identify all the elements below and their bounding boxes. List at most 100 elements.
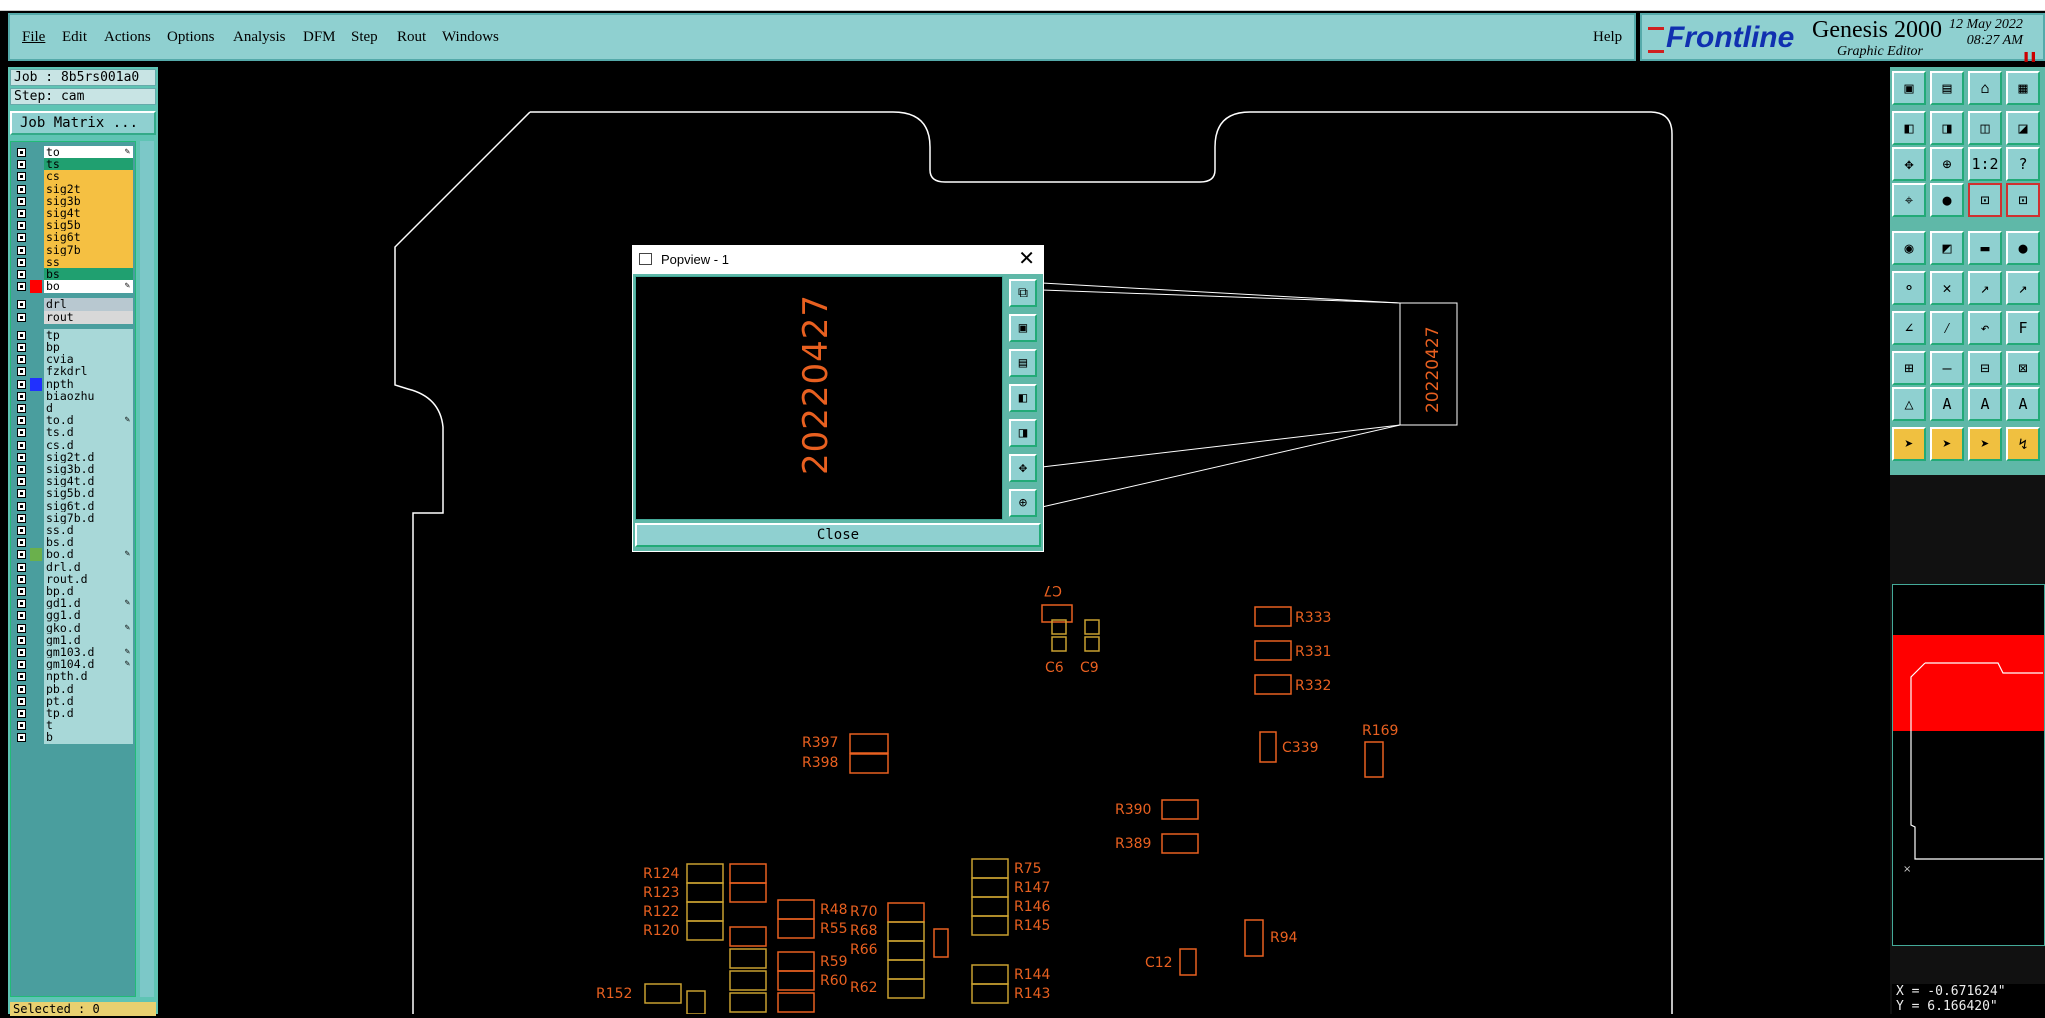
tool-button[interactable]: ✥ bbox=[1892, 147, 1926, 181]
layer-row-bo-d[interactable]: bo.d✎ bbox=[15, 547, 133, 562]
layer-row-tp-d[interactable]: tp.d bbox=[15, 706, 133, 721]
layer-row-ts[interactable]: ts bbox=[15, 157, 133, 172]
layer-checkbox[interactable] bbox=[17, 721, 26, 731]
layer-row-sig7b[interactable]: sig7b bbox=[15, 243, 133, 258]
layer-name[interactable]: bo.d✎ bbox=[44, 548, 133, 562]
layer-name[interactable]: ts bbox=[44, 158, 133, 172]
layer-row-sig4t-d[interactable]: sig4t.d bbox=[15, 474, 133, 489]
popview-dialog[interactable]: Popview - 1 ✕ 20220427 ⧉ ▣ ▤ ◧ ◨ ✥ ⊕ Clo… bbox=[632, 245, 1044, 552]
layer-row-pb-d[interactable]: pb.d bbox=[15, 682, 133, 697]
layer-name[interactable]: npth bbox=[44, 377, 133, 391]
layer-checkbox[interactable] bbox=[17, 489, 26, 499]
layer-name[interactable]: sig3b.d bbox=[44, 463, 133, 476]
tool-button[interactable]: ◧ bbox=[1892, 111, 1926, 145]
layer-name[interactable]: biaozhu bbox=[44, 389, 133, 403]
layer-row-sig2t-d[interactable]: sig2t.d bbox=[15, 450, 133, 465]
layer-name[interactable]: pb.d bbox=[44, 682, 133, 696]
layer-row-b[interactable]: b bbox=[15, 730, 133, 745]
layer-checkbox[interactable] bbox=[17, 209, 26, 218]
tool-button[interactable]: ● bbox=[1930, 183, 1964, 217]
tool-button[interactable]: 1:2 bbox=[1968, 147, 2002, 181]
layer-name[interactable]: d bbox=[44, 402, 133, 415]
tool-button[interactable]: ➤ bbox=[1968, 427, 2002, 461]
job-matrix-button[interactable]: Job Matrix ... bbox=[10, 111, 156, 135]
layer-name[interactable]: to.d✎ bbox=[44, 414, 133, 428]
layer-row-bs[interactable]: bs bbox=[15, 267, 133, 282]
layer-name[interactable]: sig6t bbox=[44, 231, 133, 245]
layer-row-sig3b[interactable]: sig3b bbox=[15, 194, 133, 209]
layer-checkbox[interactable] bbox=[17, 221, 26, 231]
tool-button[interactable]: ➤ bbox=[1930, 427, 1964, 461]
layer-name[interactable]: sig2t.d bbox=[44, 450, 133, 464]
layer-checkbox[interactable] bbox=[17, 233, 26, 243]
layer-checkbox[interactable] bbox=[17, 379, 26, 389]
layer-row-sig7b-d[interactable]: sig7b.d bbox=[15, 511, 133, 526]
tool-button[interactable]: ⊕ bbox=[1930, 147, 1964, 181]
layer-row-cvia[interactable]: cvia bbox=[15, 352, 133, 367]
layer-name[interactable]: sig3b bbox=[44, 194, 133, 208]
layer-checkbox[interactable] bbox=[17, 196, 26, 206]
layer-name[interactable]: ss bbox=[44, 255, 133, 269]
layer-checkbox[interactable] bbox=[17, 477, 26, 487]
menu-windows[interactable]: Windows bbox=[442, 29, 499, 45]
tool-button[interactable]: F bbox=[2006, 311, 2040, 345]
layer-name[interactable]: tp bbox=[44, 328, 133, 342]
tool-button[interactable]: ↯ bbox=[2006, 427, 2040, 461]
menu-edit[interactable]: Edit bbox=[62, 29, 87, 45]
layer-checkbox[interactable] bbox=[17, 733, 26, 743]
layer-row-rout-d[interactable]: rout.d bbox=[15, 572, 133, 587]
tool-button[interactable]: A bbox=[1930, 387, 1964, 421]
close-icon[interactable]: ✕ bbox=[1018, 248, 1035, 270]
layer-row-ss[interactable]: ss bbox=[15, 255, 133, 270]
layer-row-bs-d[interactable]: bs.d bbox=[15, 535, 133, 550]
tool-button[interactable]: ➤ bbox=[1892, 427, 1926, 461]
tool-button[interactable]: ⌖ bbox=[1892, 183, 1926, 217]
tool-button[interactable]: ↗ bbox=[1968, 271, 2002, 305]
layer-name[interactable]: sig7b bbox=[44, 243, 133, 257]
layer-checkbox[interactable] bbox=[17, 538, 26, 548]
layer-checkbox[interactable] bbox=[17, 684, 26, 694]
tool-button[interactable]: A bbox=[2006, 387, 2040, 421]
tool-button[interactable]: ↶ bbox=[1968, 311, 2002, 345]
menu-analysis[interactable]: Analysis bbox=[233, 29, 286, 45]
layer-checkbox[interactable] bbox=[17, 465, 26, 474]
layer-checkbox[interactable] bbox=[17, 587, 26, 596]
layer-row-cs-d[interactable]: cs.d bbox=[15, 438, 133, 453]
layer-row-sig5b-d[interactable]: sig5b.d bbox=[15, 486, 133, 501]
layer-row-gko-d[interactable]: gko.d✎ bbox=[15, 621, 133, 636]
pcb-view[interactable]: 20220427 bbox=[160, 67, 1890, 1015]
layer-checkbox[interactable] bbox=[17, 270, 26, 279]
layer-row-sig5b[interactable]: sig5b bbox=[15, 218, 133, 233]
layer-name[interactable]: sig2t bbox=[44, 182, 133, 196]
layer-name[interactable]: cs.d bbox=[44, 438, 133, 452]
overview-panel[interactable]: × bbox=[1892, 584, 2045, 946]
tool-button[interactable]: ∠ bbox=[1892, 311, 1926, 345]
layer-checkbox[interactable] bbox=[17, 160, 26, 170]
layer-checkbox[interactable] bbox=[17, 623, 26, 633]
layer-checkbox[interactable] bbox=[17, 696, 26, 706]
layer-name[interactable]: gm103.d✎ bbox=[44, 646, 133, 659]
layer-checkbox[interactable] bbox=[17, 428, 26, 438]
layer-list-scrollbar[interactable] bbox=[140, 141, 154, 997]
tool-button[interactable]: ⊠ bbox=[2006, 351, 2040, 385]
zoom-fit-icon[interactable]: ⧉ bbox=[1009, 279, 1037, 307]
menu-help[interactable]: Help bbox=[1593, 29, 1623, 45]
layer-row-t[interactable]: t bbox=[15, 718, 133, 733]
tool-button[interactable]: ▦ bbox=[2006, 71, 2040, 105]
layer-row-gg1-d[interactable]: gg1.d bbox=[15, 608, 133, 623]
layer-row-drl[interactable]: drl bbox=[15, 297, 133, 312]
layer-name[interactable]: gko.d✎ bbox=[44, 621, 133, 635]
layer-name[interactable]: sig4t bbox=[44, 207, 133, 220]
layer-row-biaozhu[interactable]: biaozhu bbox=[15, 389, 133, 404]
layer-checkbox[interactable] bbox=[17, 172, 26, 182]
layer-checkbox[interactable] bbox=[17, 501, 26, 511]
layer-name[interactable]: to✎ bbox=[44, 146, 133, 159]
tool-button[interactable]: — bbox=[1930, 351, 1964, 385]
layer-row-gm1-d[interactable]: gm1.d bbox=[15, 633, 133, 648]
tool-button[interactable]: ⊟ bbox=[1968, 351, 2002, 385]
layer-name[interactable]: sig5b.d bbox=[44, 487, 133, 501]
layer-row-gm103-d[interactable]: gm103.d✎ bbox=[15, 645, 133, 660]
tool-button[interactable]: ↗ bbox=[2006, 271, 2040, 305]
tool-button[interactable]: ◩ bbox=[1930, 231, 1964, 265]
